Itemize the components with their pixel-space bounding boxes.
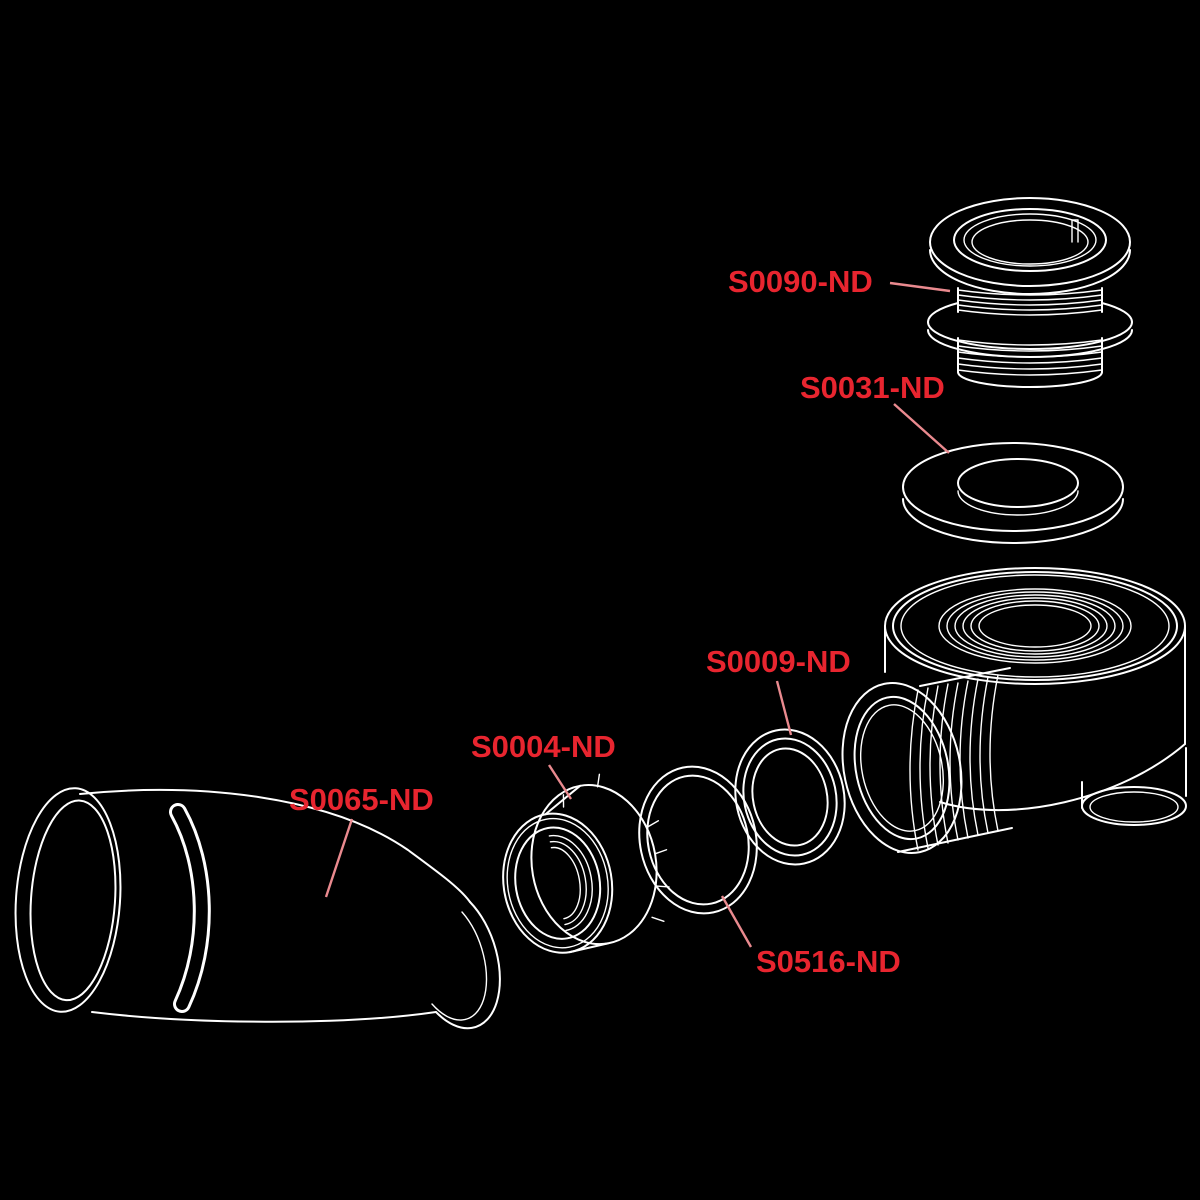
label-s0031: S0031-ND [800,370,945,405]
part-threaded-waste-plug [927,197,1133,388]
part-labels: S0090-ND S0031-ND S0009-ND S0004-ND S006… [289,264,945,979]
leader-s0065 [324,818,354,898]
leader-lines [324,281,951,948]
side-outlet-threads [841,667,1013,854]
pipe-rubber-band [169,803,211,1013]
part-outlet-pipe-elbow [14,787,501,1030]
part-rubber-washer [902,442,1124,544]
label-s0516: S0516-ND [756,944,901,979]
part-plastic-nut [502,773,670,954]
label-s0009: S0009-ND [706,644,851,679]
leader-s0090 [889,281,951,293]
label-s0065: S0065-ND [289,782,434,817]
leader-s0009 [775,680,793,736]
leader-s0004 [547,764,573,800]
leader-s0516 [720,895,753,948]
part-o-ring [638,765,758,915]
leader-s0031 [893,403,950,454]
label-s0004: S0004-ND [471,729,616,764]
part-drain-body [841,567,1187,854]
part-seal-ring [734,728,846,866]
label-s0090: S0090-ND [728,264,873,299]
